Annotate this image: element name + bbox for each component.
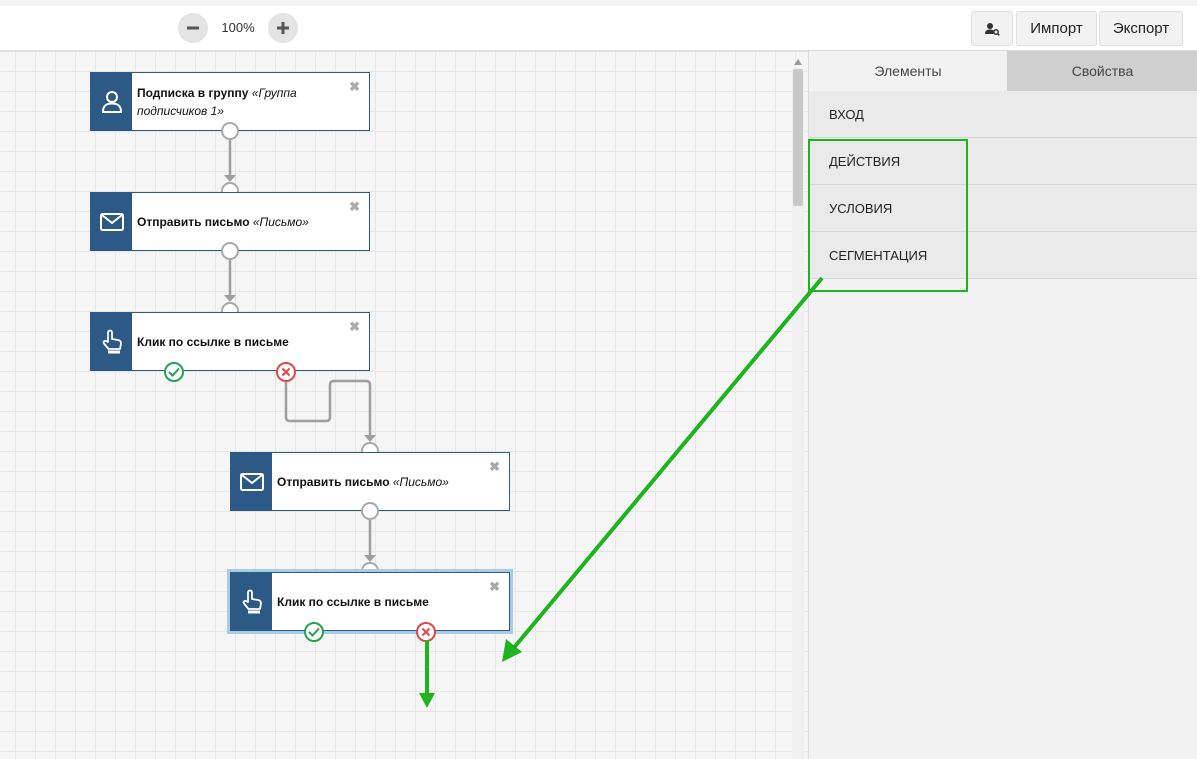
- minus-icon: [187, 26, 199, 30]
- hand-pointer-icon: [102, 329, 122, 353]
- node-title: Клик по ссылке в письме: [277, 594, 429, 609]
- import-button[interactable]: Импорт: [1016, 11, 1097, 46]
- section-segmentation[interactable]: СЕГМЕНТАЦИЯ: [809, 232, 1197, 279]
- workflow-node-subscription[interactable]: Подписка в группу «Группа подписчиков 1»…: [90, 72, 370, 131]
- node-title: Отправить письмо: [137, 214, 250, 229]
- no-branch-port[interactable]: [416, 622, 436, 642]
- envelope-icon: [239, 472, 264, 491]
- node-subtitle: «Группа подписчиков 1»: [137, 85, 297, 118]
- hand-pointer-icon: [242, 589, 262, 613]
- node-title: Клик по ссылке в письме: [137, 334, 289, 349]
- output-port[interactable]: [221, 122, 239, 140]
- export-button[interactable]: Экспорт: [1099, 11, 1183, 46]
- tab-elements[interactable]: Элементы: [809, 51, 1007, 91]
- cross-icon: [281, 367, 291, 377]
- envelope-icon: [99, 212, 124, 231]
- scroll-up-arrow-icon[interactable]: [794, 59, 802, 65]
- no-branch-port[interactable]: [276, 362, 296, 382]
- yes-branch-port[interactable]: [164, 362, 184, 382]
- workflow-node-send-email[interactable]: Отправить письмо «Письмо» ✖: [230, 452, 510, 511]
- zoom-out-button[interactable]: [178, 13, 208, 43]
- section-conditions[interactable]: УСЛОВИЯ: [809, 185, 1197, 232]
- tab-properties[interactable]: Свойства: [1007, 51, 1197, 91]
- node-subtitle: «Письмо»: [252, 214, 309, 229]
- output-port[interactable]: [361, 502, 379, 520]
- check-icon: [168, 367, 180, 377]
- workflow-node-link-click[interactable]: Клик по ссылке в письме ✖: [90, 312, 370, 371]
- user-search-button[interactable]: [971, 11, 1013, 46]
- section-actions[interactable]: ДЕЙСТВИЯ: [809, 138, 1197, 185]
- zoom-level: 100%: [221, 20, 255, 35]
- cross-icon: [421, 627, 431, 637]
- close-icon[interactable]: ✖: [349, 319, 360, 334]
- output-port[interactable]: [221, 242, 239, 260]
- user-icon: [101, 90, 122, 113]
- connection-lines: [224, 140, 376, 562]
- close-icon[interactable]: ✖: [489, 459, 500, 474]
- zoom-in-button[interactable]: [268, 13, 298, 43]
- workflow-node-send-email[interactable]: Отправить письмо «Письмо» ✖: [90, 192, 370, 251]
- node-title: Подписка в группу: [137, 85, 249, 100]
- close-icon[interactable]: ✖: [489, 579, 500, 594]
- close-icon[interactable]: ✖: [349, 199, 360, 214]
- check-icon: [308, 627, 320, 637]
- yes-branch-port[interactable]: [304, 622, 324, 642]
- canvas-scrollbar[interactable]: [792, 59, 804, 759]
- elements-panel: Элементы Свойства ВХОД ДЕЙСТВИЯ УСЛОВИЯ …: [808, 51, 1197, 759]
- workflow-canvas[interactable]: Подписка в группу «Группа подписчиков 1»…: [0, 51, 808, 759]
- close-icon[interactable]: ✖: [349, 79, 360, 94]
- section-entry[interactable]: ВХОД: [809, 91, 1197, 138]
- scrollbar-thumb[interactable]: [793, 69, 803, 206]
- user-search-icon: [985, 22, 1000, 36]
- workflow-node-link-click-selected[interactable]: Клик по ссылке в письме ✖: [227, 569, 513, 634]
- toolbar: 100% Импорт Экспорт: [0, 0, 1197, 51]
- node-subtitle: «Письмо»: [392, 474, 449, 489]
- plus-icon: [277, 22, 289, 34]
- node-title: Отправить письмо: [277, 474, 390, 489]
